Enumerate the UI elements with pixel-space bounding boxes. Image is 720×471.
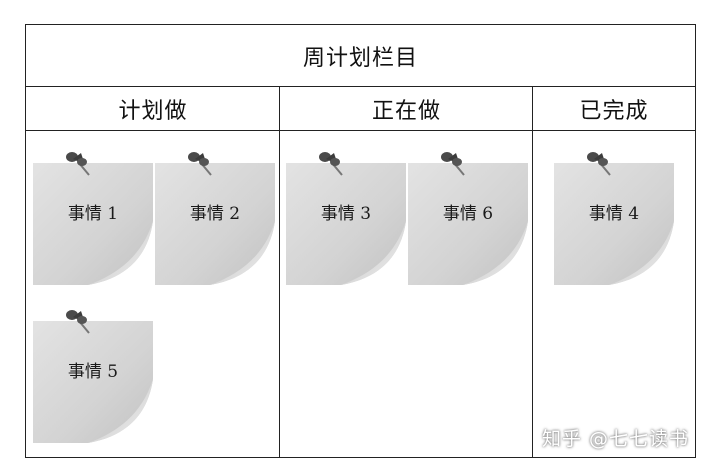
note-paper	[286, 163, 406, 285]
kanban-board: 周计划栏目 计划做 正在做 已完成 事情 1 事情 2	[25, 24, 696, 458]
watermark: 知乎 @七七读书	[542, 428, 690, 450]
note-label: 事情 4	[588, 204, 640, 224]
sticky-note[interactable]: 事情 3	[286, 152, 406, 285]
note-paper	[33, 321, 153, 443]
sticky-note[interactable]: 事情 1	[33, 152, 153, 285]
pushpin-icon	[319, 152, 343, 176]
pushpin-icon	[441, 152, 465, 176]
note-paper	[33, 163, 153, 285]
note-paper	[155, 163, 275, 285]
note-label: 事情 5	[67, 362, 119, 382]
sticky-note[interactable]: 事情 2	[155, 152, 275, 285]
note-label: 事情 6	[442, 204, 494, 224]
pushpin-icon	[188, 152, 212, 176]
note-paper	[554, 163, 674, 285]
note-label: 事情 2	[189, 204, 241, 224]
board-title: 周计划栏目	[26, 25, 695, 87]
column-divider	[279, 87, 280, 457]
sticky-note[interactable]: 事情 6	[408, 152, 528, 285]
sticky-note[interactable]: 事情 4	[554, 152, 674, 285]
pushpin-icon	[66, 152, 90, 176]
column-header-done: 已完成	[533, 87, 695, 131]
column-divider	[532, 87, 533, 457]
column-header-doing: 正在做	[280, 87, 533, 131]
pushpin-icon	[66, 310, 90, 334]
note-label: 事情 1	[67, 204, 119, 224]
sticky-note[interactable]: 事情 5	[33, 310, 153, 443]
column-header-todo: 计划做	[26, 87, 280, 131]
note-label: 事情 3	[320, 204, 372, 224]
pushpin-icon	[587, 152, 611, 176]
note-paper	[408, 163, 528, 285]
